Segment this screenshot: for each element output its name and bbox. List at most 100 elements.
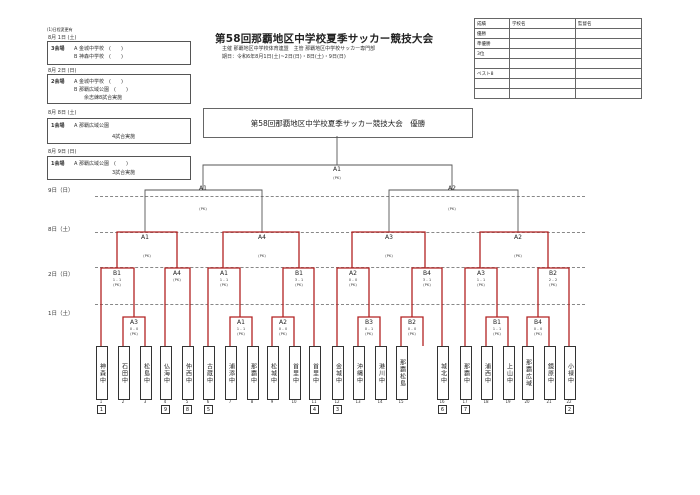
team-name: 那覇広域 xyxy=(524,359,532,387)
match-pk: (PK) xyxy=(113,282,121,287)
schedule-note: 3試合実施 xyxy=(112,170,136,176)
team-number: 4 xyxy=(163,399,167,404)
round2-match: A3 1 - 1 (PK) xyxy=(468,270,494,287)
championship-box: 第58回那覇地区中学校夏季サッカー競技大会 優勝 xyxy=(203,108,473,138)
schedule-venue: 1会場 xyxy=(51,161,65,167)
match-final-label: A1 xyxy=(333,166,341,173)
team-box: 古蔵中 xyxy=(203,346,215,400)
match-label: B2 xyxy=(549,270,557,277)
team-box: 神森中 xyxy=(96,346,108,400)
match-score: 0 - 0 xyxy=(278,326,288,331)
match-label: B1 xyxy=(113,270,121,277)
match-quarter-score: (PK) xyxy=(143,253,151,258)
team-name: 浦添中 xyxy=(227,362,235,384)
schedule-box: 2会場 A 金城中学校 ( ) B 那覇広域公園 ( ) 余志練8試合実施 xyxy=(47,74,191,104)
team-number: 3 xyxy=(143,399,147,404)
schedule-note: 余志練8試合実施 xyxy=(84,95,123,101)
match-label: B1 xyxy=(295,270,303,277)
match-quarter-label: A2 xyxy=(514,234,522,241)
match-score: 1 - 1 xyxy=(492,326,502,331)
match-semi-score: (PK) xyxy=(448,206,456,211)
match-pk: (PK) xyxy=(365,331,373,336)
team-name: 古蔵中 xyxy=(205,362,213,384)
schedule-note: 4試合実施 xyxy=(112,134,136,140)
round2-match: B1 1 - 1 (PK) xyxy=(104,270,130,287)
team-name: 首里中 xyxy=(311,362,319,384)
round1-match: A1 1 - 1 (PK) xyxy=(228,319,254,336)
round-label: 2日（日） xyxy=(48,272,74,278)
results-cell xyxy=(575,88,642,99)
team-number: 17 xyxy=(462,399,468,404)
match-label: A2 xyxy=(349,270,357,277)
schedule-date: 8月 1日 (土) xyxy=(48,35,77,41)
match-score: 0 - 0 xyxy=(407,326,417,331)
period-line: 期日：令和6年8月1日(土)~2日(日)・8日(土)・9日(日) xyxy=(222,54,346,60)
team-number: 19 xyxy=(505,399,511,404)
schedule-date: 8月 8日 (土) xyxy=(48,110,77,116)
round1-match: A2 0 - 0 (PK) xyxy=(270,319,296,336)
round1-match: B2 0 - 0 (PK) xyxy=(399,319,425,336)
corner-note: (1)日程変更有 xyxy=(47,27,73,32)
team-number: 18 xyxy=(483,399,489,404)
team-number: 21 xyxy=(546,399,552,404)
team-number: 8 xyxy=(250,399,254,404)
team-box: 那覇中 xyxy=(460,346,472,400)
team-name: 城北中 xyxy=(439,362,447,384)
team-name: 仏海中 xyxy=(162,362,170,384)
schedule-box: 3会場 A 金城中学校 ( ) B 神森中学校 ( ) xyxy=(47,41,191,65)
team-name: 小禄中 xyxy=(566,362,574,384)
round1-match: A3 0 - 0 (PK) xyxy=(121,319,147,336)
team-number: 5 xyxy=(185,399,189,404)
team-number: 11 xyxy=(311,399,317,404)
schedule-date: 8月 2日 (日) xyxy=(48,68,77,74)
team-box: 首里中 xyxy=(289,346,301,400)
seed-box: 9 xyxy=(161,405,170,414)
team-number: 9 xyxy=(270,399,274,404)
round-label: 8日（土） xyxy=(48,227,74,233)
team-box: 上山中 xyxy=(503,346,515,400)
match-score: 0 - 0 xyxy=(533,326,543,331)
match-final-score: (PK) xyxy=(333,175,341,180)
team-number: 6 xyxy=(206,399,210,404)
team-name: 松城中 xyxy=(269,362,277,384)
schedule-box: 1会場 A 那覇広域公園 4試合実施 xyxy=(47,118,191,144)
round1-match: B3 0 - 1 (PK) xyxy=(356,319,382,336)
match-label: A2 xyxy=(279,319,287,326)
match-label: A3 xyxy=(130,319,138,326)
match-pk: (PK) xyxy=(477,282,485,287)
results-table: 成績 学校名 監督名 優勝 準優勝 3位 ベスト8 xyxy=(474,18,642,99)
team-number: 16 xyxy=(439,399,445,404)
match-label: A4 xyxy=(173,270,181,277)
match-quarter-label: A3 xyxy=(385,234,393,241)
match-pk: (PK) xyxy=(349,282,357,287)
team-number: 2 xyxy=(121,399,125,404)
team-box: 那覇松島 xyxy=(396,346,408,400)
page-title: 第58回那覇地区中学校夏季サッカー競技大会 xyxy=(215,33,434,45)
team-box: 那覇広域 xyxy=(522,346,534,400)
team-number: 10 xyxy=(291,399,297,404)
schedule-line: A 金城中学校 ( ) xyxy=(74,46,123,52)
round2-match: B2 2 - 2 (PK) xyxy=(540,270,566,287)
team-number: 12 xyxy=(334,399,340,404)
team-name: 首里中 xyxy=(291,362,299,384)
match-label: A1 xyxy=(237,319,245,326)
match-score: 1 - 1 xyxy=(476,277,486,282)
schedule-line: B 神森中学校 ( ) xyxy=(74,54,123,60)
match-label: A1 xyxy=(220,270,228,277)
round2-match: A2 0 - 0 (PK) xyxy=(340,270,366,287)
match-pk: (PK) xyxy=(220,282,228,287)
match-pk: (PK) xyxy=(534,331,542,336)
schedule-line: A 那覇広域公園 ( ) xyxy=(74,161,128,167)
match-pk: (PK) xyxy=(130,331,138,336)
team-name: 那覇中 xyxy=(249,362,257,384)
match-pk: (PK) xyxy=(408,331,416,336)
schedule-venue: 2会場 xyxy=(51,79,65,85)
team-number: 1 xyxy=(99,399,103,404)
round2-match: B1 3 - 1 (PK) xyxy=(286,270,312,287)
match-label: B4 xyxy=(534,319,542,326)
team-number: 22 xyxy=(566,399,572,404)
match-quarter-score: (PK) xyxy=(258,253,266,258)
match-score: 1 - 1 xyxy=(112,277,122,282)
match-quarter-label: A4 xyxy=(258,234,266,241)
schedule-venue: 3会場 xyxy=(51,46,65,52)
